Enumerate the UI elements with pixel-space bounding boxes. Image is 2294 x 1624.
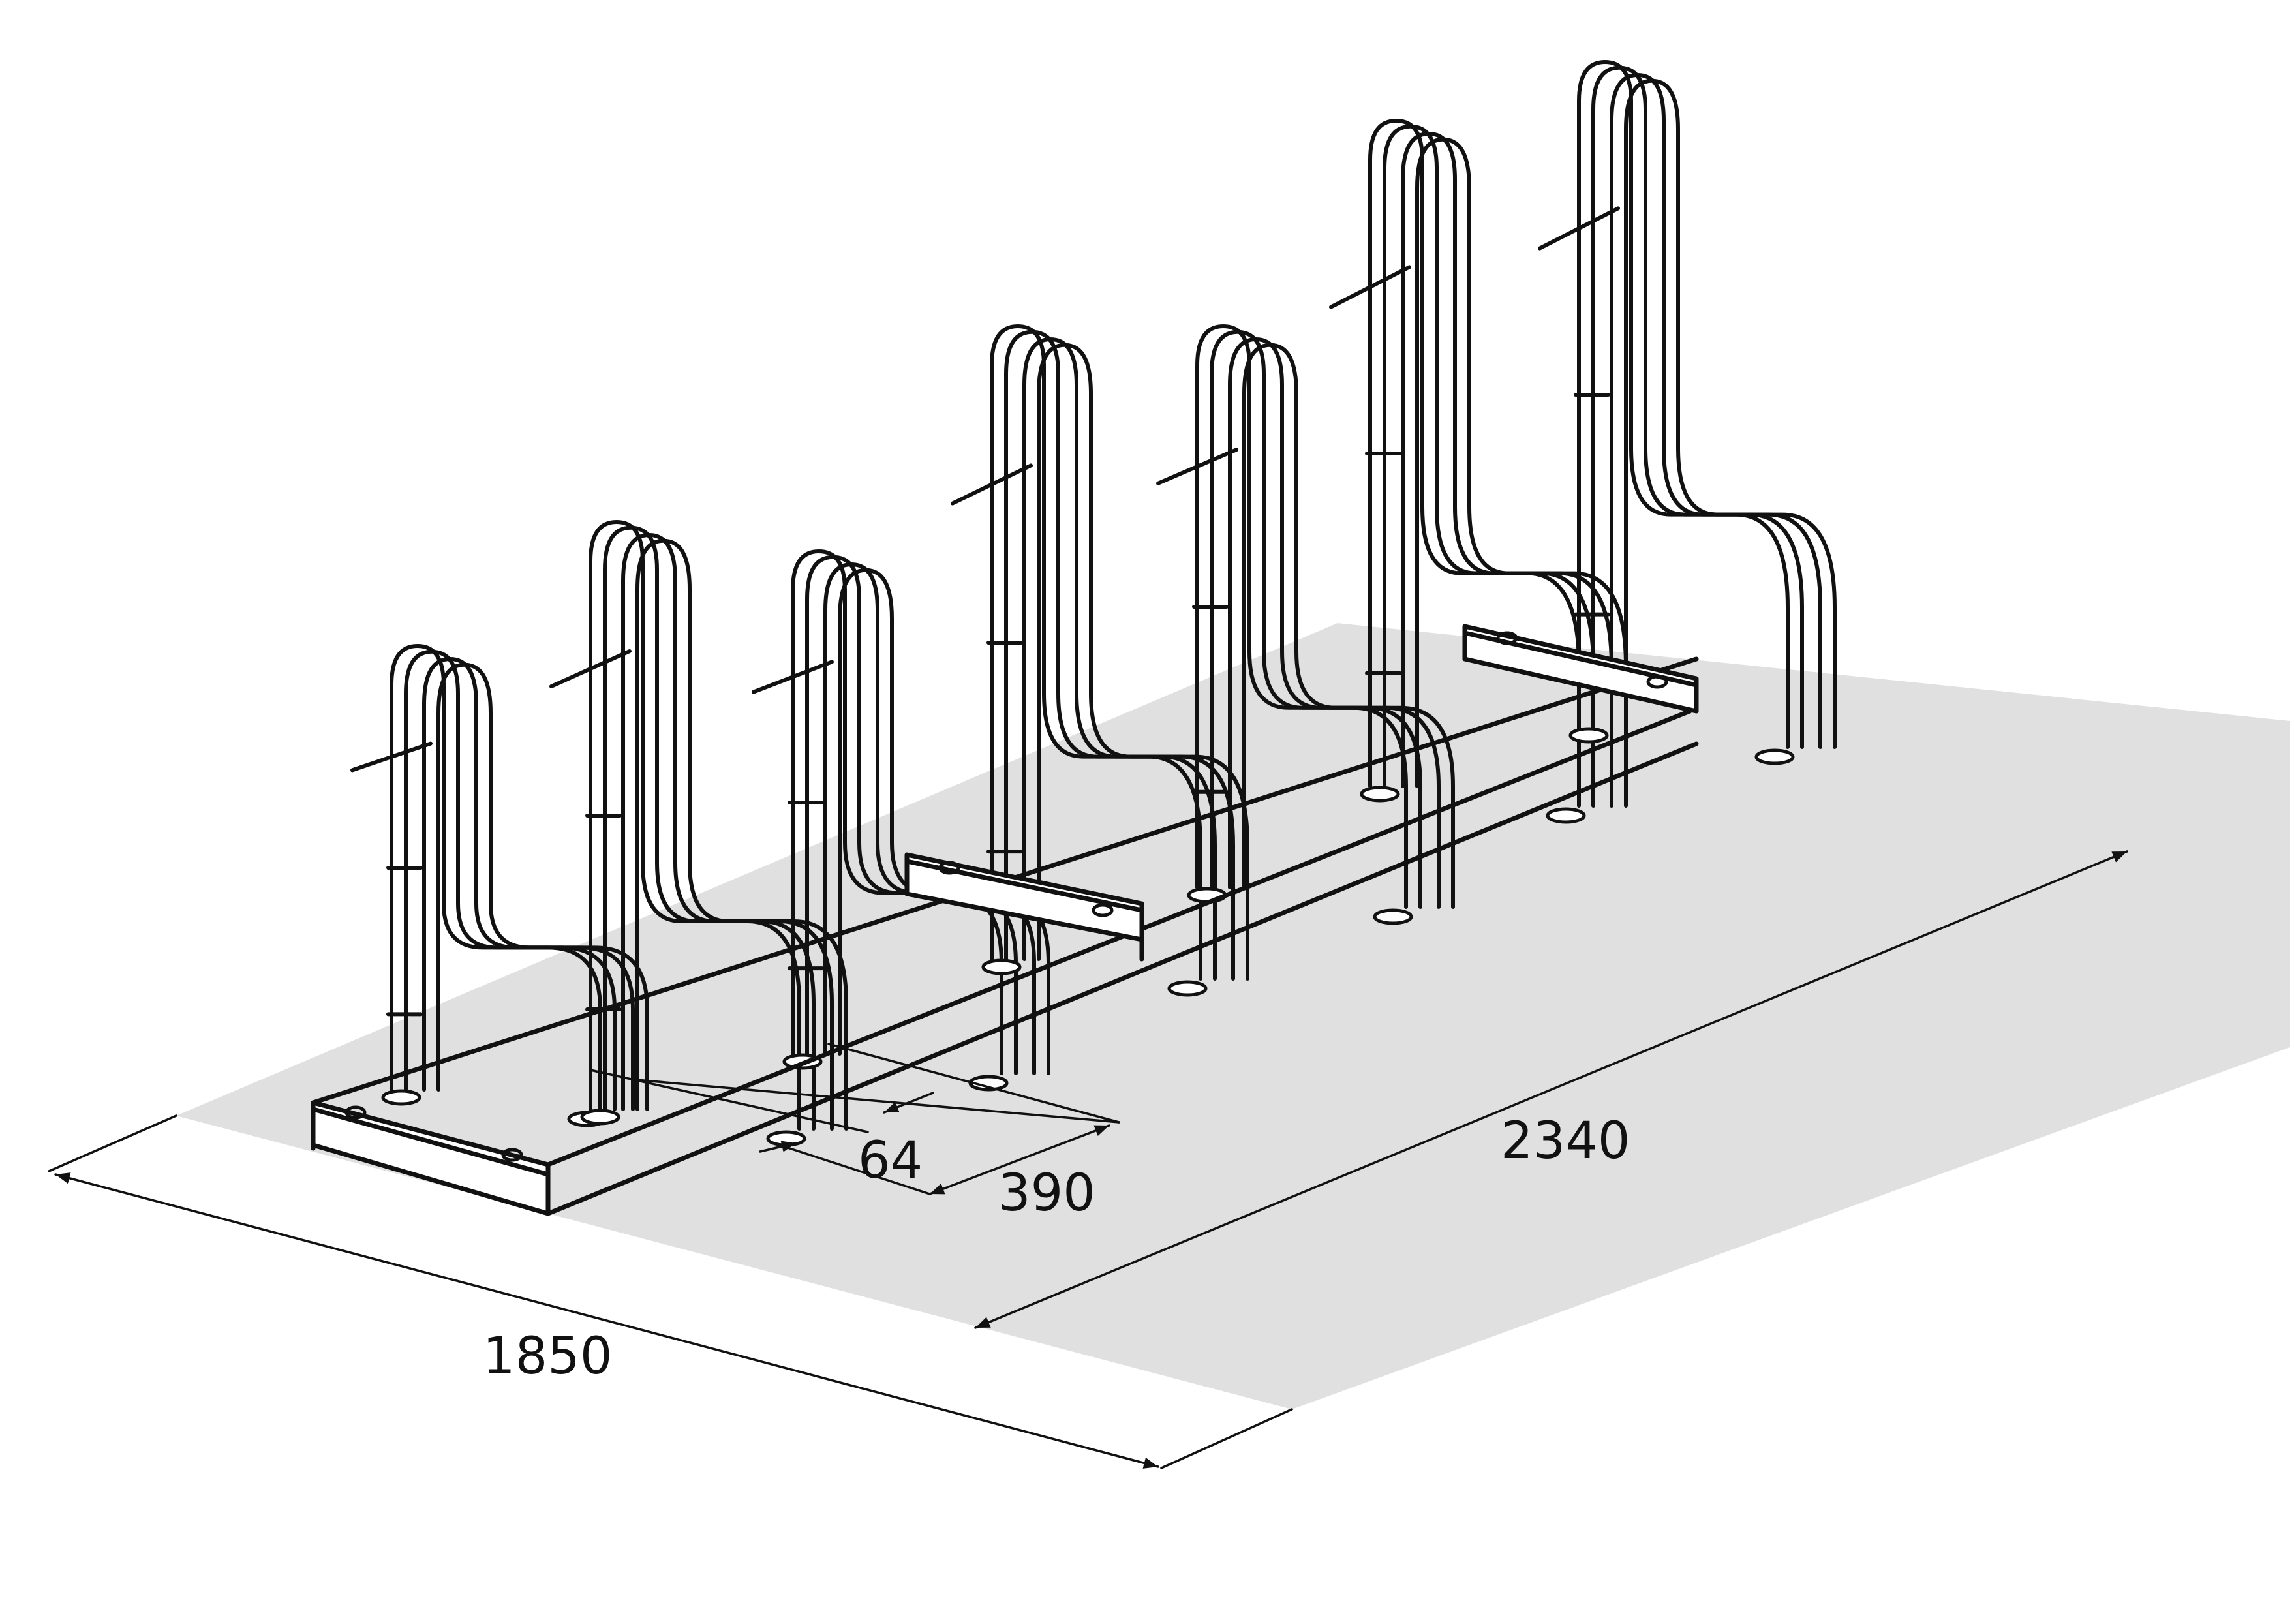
bike-stands — [350, 60, 1837, 1147]
foot-plate — [580, 1109, 620, 1126]
tube-label: 64 — [858, 1131, 923, 1190]
dimension-depth: 1850 — [48, 1114, 1293, 1469]
foot-plate — [1568, 727, 1609, 744]
foot-plate — [1373, 908, 1413, 925]
foot-plate — [381, 1089, 421, 1106]
dimension-tube: 64 — [589, 1069, 934, 1190]
bay-spacing-label: 390 — [998, 1164, 1095, 1223]
length-label: 2340 — [1501, 1112, 1630, 1171]
foot-plate — [981, 958, 1022, 975]
foot-plate — [1546, 807, 1586, 824]
hook-bar — [1538, 206, 1620, 251]
hook-bar — [951, 463, 1033, 506]
hook-bar — [1156, 448, 1238, 485]
foot-plate — [1167, 980, 1208, 997]
foot-plate — [1360, 786, 1400, 803]
foot-plate — [1754, 748, 1795, 765]
hook-bar — [1329, 265, 1411, 309]
depth-label: 1850 — [483, 1327, 613, 1386]
dimension-bay-spacing: 390 — [635, 1043, 1120, 1223]
hook-bar — [350, 741, 433, 773]
hook-bar — [549, 649, 632, 688]
hook-bar — [752, 660, 834, 694]
foot-plate — [766, 1130, 806, 1147]
bike-stand — [1156, 324, 1455, 925]
dimension-length: 2340 — [974, 850, 2128, 1329]
bike-stand — [1538, 60, 1837, 765]
